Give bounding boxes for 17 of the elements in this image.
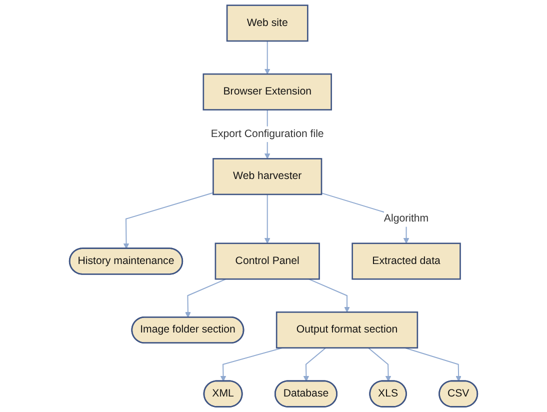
- arrow: [303, 347, 326, 382]
- arrow: [404, 347, 462, 382]
- edge-label: Export Configuration file: [210, 128, 324, 140]
- arrow: [123, 192, 214, 249]
- node-box: Control Panel: [214, 242, 320, 280]
- node-box: Web harvester: [212, 158, 322, 196]
- node-box: Web site: [226, 4, 308, 42]
- arrow: [185, 278, 226, 318]
- node-box: Browser Extension: [202, 73, 332, 110]
- arrow: [308, 278, 350, 312]
- arrow: [368, 347, 392, 382]
- arrow: [264, 40, 270, 74]
- arrow: [220, 347, 284, 382]
- node-box: Extracted data: [352, 242, 461, 280]
- edge-label: Algorithm: [384, 212, 429, 224]
- node-box: Output format section: [276, 311, 418, 349]
- arrow: [264, 194, 270, 244]
